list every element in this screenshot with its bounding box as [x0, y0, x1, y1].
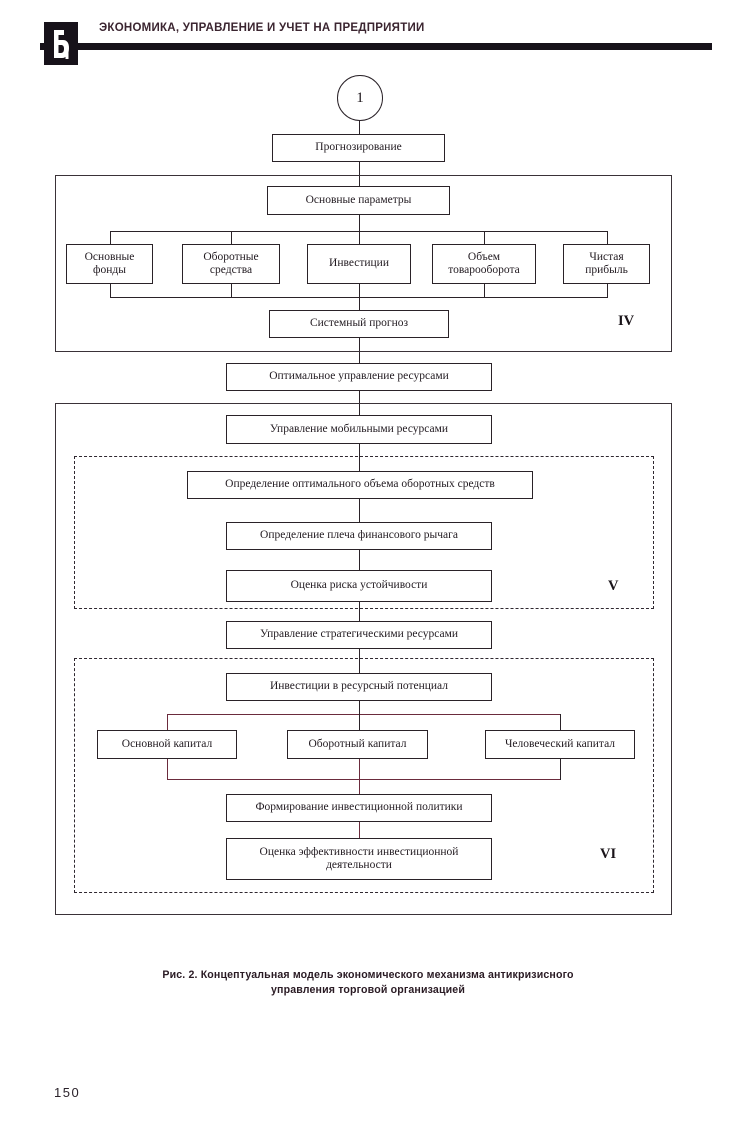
- running-header-title: ЭКОНОМИКА, УПРАВЛЕНИЕ И УЧЕТ НА ПРЕДПРИЯ…: [99, 22, 425, 34]
- node-working-capital: Оборотный капитал: [287, 730, 428, 759]
- connector-bus-to-investments: [358, 231, 360, 244]
- node-fixed-capital: Основной капитал: [97, 730, 237, 759]
- connector-collector-to-system-forecast: [358, 297, 360, 310]
- connector-mobile-to-optimal-working-capital: [358, 444, 360, 471]
- connector-strategic-to-investment-potential: [358, 649, 360, 673]
- node-stability-risk-assessment: Оценка риска устойчивости: [226, 570, 492, 602]
- node-investment-in-resource-potential: Инвестиции в ресурсный потенциал: [226, 673, 492, 701]
- connector-system-forecast-to-optimal-resource-management: [358, 338, 360, 363]
- connector-investments-down: [358, 284, 360, 298]
- node-financial-leverage: Определение плеча финансового рычага: [226, 522, 492, 550]
- node-investment-efficiency-assessment: Оценка эффективности инвестиционной деят…: [226, 838, 492, 880]
- connector-net-profit-down: [606, 284, 608, 298]
- connector-capital-bus-top: [167, 714, 560, 716]
- node-investments: Инвестиции: [307, 244, 411, 284]
- journal-logo-b-icon: [44, 22, 78, 65]
- connector-working-capital-to-financial-leverage: [358, 499, 360, 522]
- connector-circle-to-forecasting: [358, 119, 360, 135]
- connector-bus-to-turnover-volume: [483, 231, 485, 244]
- connector-bus-to-fixed-capital: [166, 714, 168, 730]
- connector-stability-to-strategic-resources: [358, 602, 360, 621]
- node-optimal-resource-management: Оптимальное управление ресурсами: [226, 363, 492, 391]
- connector-leverage-to-stability-risk: [358, 550, 360, 570]
- figure-caption-line-2: управления торговой организацией: [271, 984, 465, 996]
- figure-caption: Рис. 2. Концептуальная модель экономичес…: [68, 968, 668, 998]
- node-strategic-resource-management: Управление стратегическими ресурсами: [226, 621, 492, 649]
- node-working-capital-assets: Оборотные средства: [182, 244, 280, 284]
- node-turnover-volume: Объем товарооборота: [432, 244, 536, 284]
- connector-circle-1: 1: [337, 75, 383, 121]
- node-human-capital: Человеческий капитал: [485, 730, 635, 759]
- section-label-vi: VI: [600, 846, 617, 862]
- connector-policy-to-efficiency-assessment: [358, 822, 360, 838]
- node-mobile-resource-management: Управление мобильными ресурсами: [226, 415, 492, 444]
- connector-capital-bus-bottom: [167, 779, 560, 781]
- connector-bus-to-working-capital-assets: [230, 231, 232, 244]
- page-number: 150: [54, 1085, 81, 1100]
- node-forecasting: Прогнозирование: [272, 134, 445, 162]
- connector-capital-bus-to-investment-policy: [358, 779, 360, 794]
- section-v-vi-frame: [55, 403, 672, 915]
- figure-caption-line-1: Рис. 2. Концептуальная модель экономичес…: [162, 969, 574, 981]
- connector-bus-to-fixed-assets: [109, 231, 111, 244]
- connector-bus-to-net-profit: [606, 231, 608, 244]
- node-optimal-working-capital-volume: Определение оптимального объема оборотны…: [187, 471, 533, 499]
- section-vi-dashed-frame: [74, 658, 654, 893]
- node-net-profit: Чистая прибыль: [563, 244, 650, 284]
- connector-fixed-capital-down: [166, 759, 168, 780]
- node-investment-policy-formation: Формирование инвестиционной политики: [226, 794, 492, 822]
- connector-bus-to-working-capital: [358, 714, 360, 730]
- node-system-forecast: Системный прогноз: [269, 310, 449, 338]
- connector-forecasting-to-main-parameters: [358, 162, 360, 186]
- section-v-dashed-frame: [74, 456, 654, 609]
- connector-human-capital-down: [559, 759, 561, 780]
- connector-fixed-assets-down: [109, 284, 111, 298]
- connector-investment-potential-trunk: [358, 701, 360, 715]
- connector-turnover-volume-down: [483, 284, 485, 298]
- connector-working-capital-down: [358, 759, 360, 780]
- section-label-iv: IV: [618, 313, 635, 329]
- connector-main-parameters-trunk: [358, 215, 360, 232]
- node-main-parameters: Основные параметры: [267, 186, 450, 215]
- header-rule: [40, 43, 712, 50]
- section-iv-frame: [55, 175, 672, 352]
- connector-bus-to-human-capital: [559, 714, 561, 730]
- node-fixed-assets: Основные фонды: [66, 244, 153, 284]
- connector-working-capital-assets-down: [230, 284, 232, 298]
- section-label-v: V: [608, 578, 619, 594]
